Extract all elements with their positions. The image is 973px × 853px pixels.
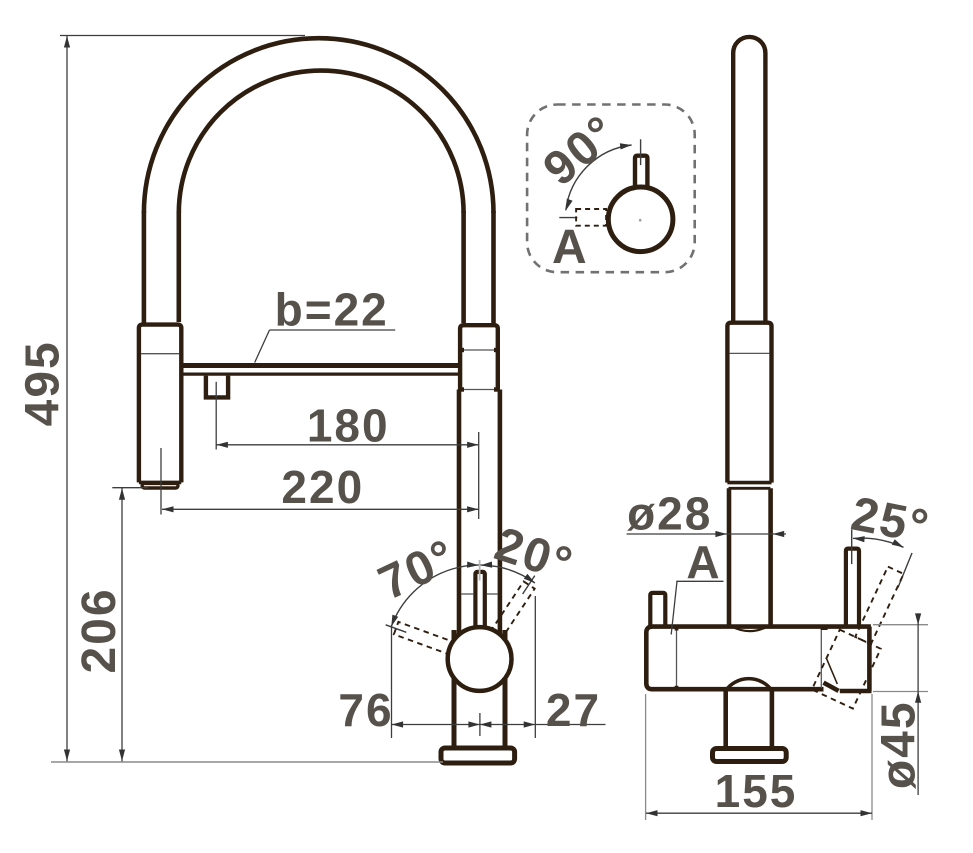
svg-text:220: 220 — [281, 461, 364, 513]
svg-text:206: 206 — [73, 587, 126, 673]
svg-text:b=22: b=22 — [275, 284, 389, 336]
svg-text:155: 155 — [715, 765, 798, 817]
svg-text:A: A — [686, 536, 721, 588]
svg-text:180: 180 — [307, 400, 390, 452]
svg-text:27: 27 — [546, 684, 601, 736]
svg-text:76: 76 — [338, 684, 393, 736]
svg-text:495: 495 — [16, 340, 69, 426]
svg-text:ø45: ø45 — [873, 700, 926, 789]
svg-text:A: A — [552, 221, 589, 274]
svg-text:ø28: ø28 — [627, 488, 712, 540]
